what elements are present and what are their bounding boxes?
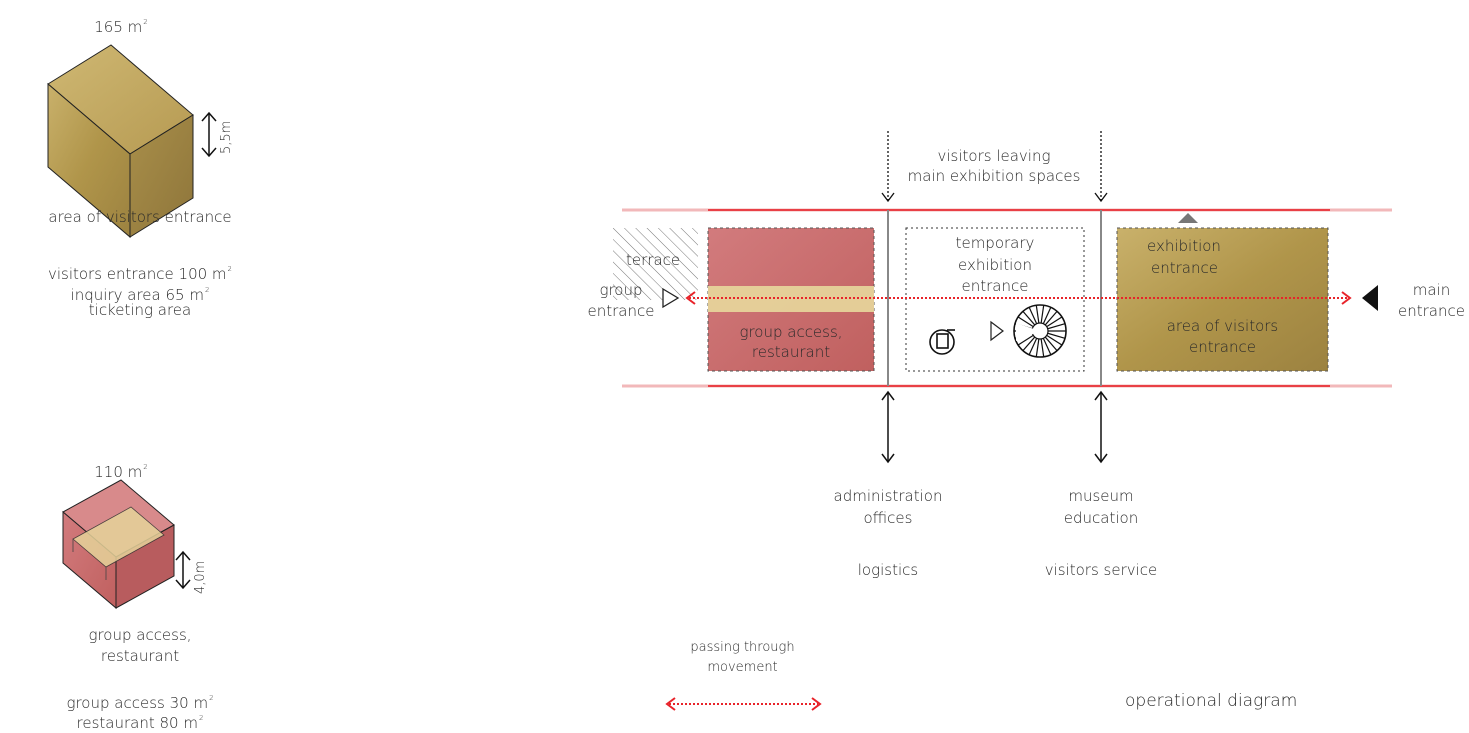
stair-tread xyxy=(1035,305,1040,324)
stair-tread xyxy=(1042,307,1052,324)
stair-tread xyxy=(1022,336,1036,352)
temporary-entrance-marker xyxy=(990,320,1004,342)
corridor xyxy=(622,208,1392,388)
museum-label-2: education xyxy=(1063,509,1139,527)
temporary-label-3: entrance xyxy=(961,277,1029,295)
stair-tread xyxy=(1040,305,1045,324)
stair-tread xyxy=(1047,323,1066,330)
block1-caption: area of visitors entrance xyxy=(48,208,232,226)
stair-tread xyxy=(1044,336,1058,352)
diagram-title: operational diagram xyxy=(1125,691,1298,711)
restaurant-label-1: group access, xyxy=(739,323,843,341)
main-entrance-label-1: main xyxy=(1412,281,1451,299)
top-label-2: main exhibition spaces xyxy=(907,167,1081,185)
visitors-entrance-block xyxy=(47,44,194,239)
block1-area: 165 m2 xyxy=(94,18,148,36)
main-entrance-label-2: entrance xyxy=(1398,302,1465,320)
exhibition-entrance-marker xyxy=(1178,213,1198,223)
stair-tread xyxy=(1046,334,1063,346)
admin-label-1: administration xyxy=(833,487,943,505)
block1-detail-3: ticketing area xyxy=(88,301,192,319)
visitors-entrance-room xyxy=(1116,227,1329,372)
block2-caption-2: restaurant xyxy=(100,647,180,665)
block2-area: 110 m2 xyxy=(94,463,148,481)
stair-tread xyxy=(1017,316,1034,328)
main-entrance-marker xyxy=(1362,285,1378,311)
stair-tread xyxy=(1028,307,1038,324)
spiral-staircase-icon xyxy=(1013,304,1067,358)
terrace-area xyxy=(613,228,698,300)
block2-detail-2: restaurant 80 m2 xyxy=(76,714,204,732)
stair-tread xyxy=(1046,316,1063,328)
restaurant-label-2: restaurant xyxy=(751,343,831,361)
visitors-service-label: visitors service xyxy=(1044,561,1158,579)
group-entrance-label-2: entrance xyxy=(587,302,655,320)
exhibition-entrance-label-1: exhibition xyxy=(1147,237,1221,255)
stair-tread xyxy=(1017,334,1034,346)
admin-label-2: offices xyxy=(863,509,913,527)
stair-tread xyxy=(1035,338,1040,357)
block2-caption-1: group access, xyxy=(88,626,192,644)
passing-through-arrow xyxy=(685,291,1352,305)
stair-tread xyxy=(1022,310,1036,326)
temporary-label-1: temporary xyxy=(955,234,1035,252)
legend-label-1: passing through xyxy=(690,640,795,655)
visitors-area-label-1: area of visitors xyxy=(1166,317,1279,335)
terrace-label: terrace xyxy=(626,251,681,269)
elevator-icon xyxy=(929,329,955,355)
legend-arrow xyxy=(665,697,822,711)
visitors-area-label-2: entrance xyxy=(1189,338,1256,356)
stair-tread xyxy=(1028,338,1038,355)
temporary-exhibition-room xyxy=(905,227,1085,372)
restaurant-block xyxy=(62,479,175,610)
block2-height-label: 4,0m xyxy=(193,560,208,594)
block2-detail-1: group access 30 m2 xyxy=(66,694,214,712)
restaurant-room xyxy=(707,227,875,372)
stair-tread xyxy=(1040,338,1045,357)
exhibition-entrance-label-2: entrance xyxy=(1151,259,1218,277)
height-arrow-5-5m xyxy=(201,111,217,158)
legend-label-2: movement xyxy=(707,660,778,675)
stair-tread xyxy=(1042,338,1052,355)
museum-label-1: museum xyxy=(1068,487,1134,505)
block1-detail-1: visitors entrance 100 m2 xyxy=(47,265,233,283)
height-arrow-4-0m xyxy=(175,550,191,590)
temporary-label-2: exhibition xyxy=(958,256,1032,274)
block1-height-label: 5,5m xyxy=(219,120,234,154)
stair-tread xyxy=(1047,332,1066,339)
group-entrance-marker xyxy=(662,287,680,309)
block1-detail-2: inquiry area 65 m2 xyxy=(70,286,210,304)
logistics-label: logistics xyxy=(857,561,919,579)
stair-tread xyxy=(1044,310,1058,326)
top-label-1: visitors leaving xyxy=(937,147,1051,165)
group-entrance-label-1: group xyxy=(599,281,643,299)
